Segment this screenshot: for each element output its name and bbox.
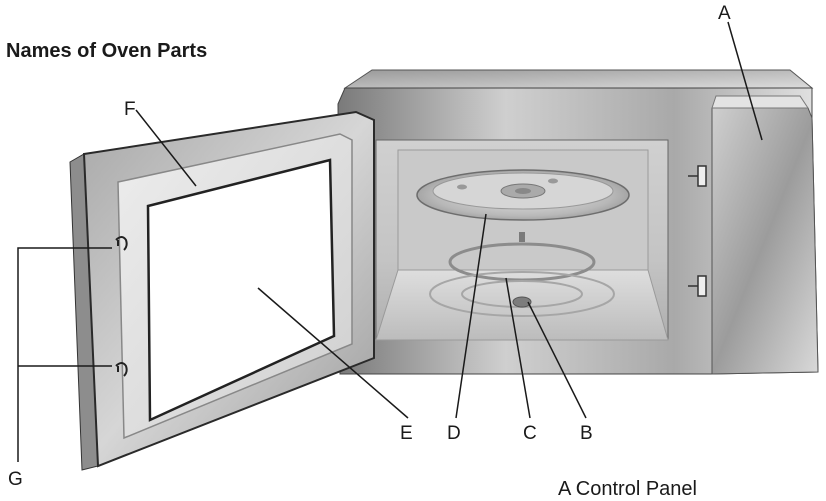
leader-f bbox=[135, 109, 197, 187]
latch-hole-lower bbox=[697, 275, 707, 297]
leader-b bbox=[527, 301, 587, 419]
label-c: C bbox=[523, 423, 537, 444]
label-d: D bbox=[447, 423, 461, 444]
leader-g bbox=[17, 247, 112, 462]
legend-control-panel: A Control Panel bbox=[558, 478, 697, 500]
leader-d bbox=[455, 213, 487, 419]
oven-door bbox=[69, 110, 375, 471]
door-latch-lower-icon bbox=[115, 362, 128, 377]
label-g: G bbox=[8, 469, 23, 490]
door-latch-upper-icon bbox=[115, 236, 128, 251]
leader-e bbox=[257, 287, 409, 419]
control-panel-top bbox=[711, 95, 809, 109]
label-f: F bbox=[124, 99, 136, 120]
control-panel bbox=[711, 107, 819, 375]
leader-c bbox=[505, 277, 531, 419]
latch-hole-upper bbox=[697, 165, 707, 187]
label-a: A bbox=[718, 3, 731, 24]
floor-ring-outer bbox=[429, 271, 615, 317]
label-b: B bbox=[580, 423, 593, 444]
turntable-shaft bbox=[512, 296, 532, 308]
leader-a bbox=[727, 21, 763, 141]
label-e: E bbox=[400, 423, 413, 444]
page-title: Names of Oven Parts bbox=[6, 40, 208, 62]
turntable-assembly bbox=[416, 169, 630, 317]
leader-lines bbox=[17, 21, 763, 462]
oven-body bbox=[337, 69, 819, 375]
door-window bbox=[146, 158, 336, 422]
